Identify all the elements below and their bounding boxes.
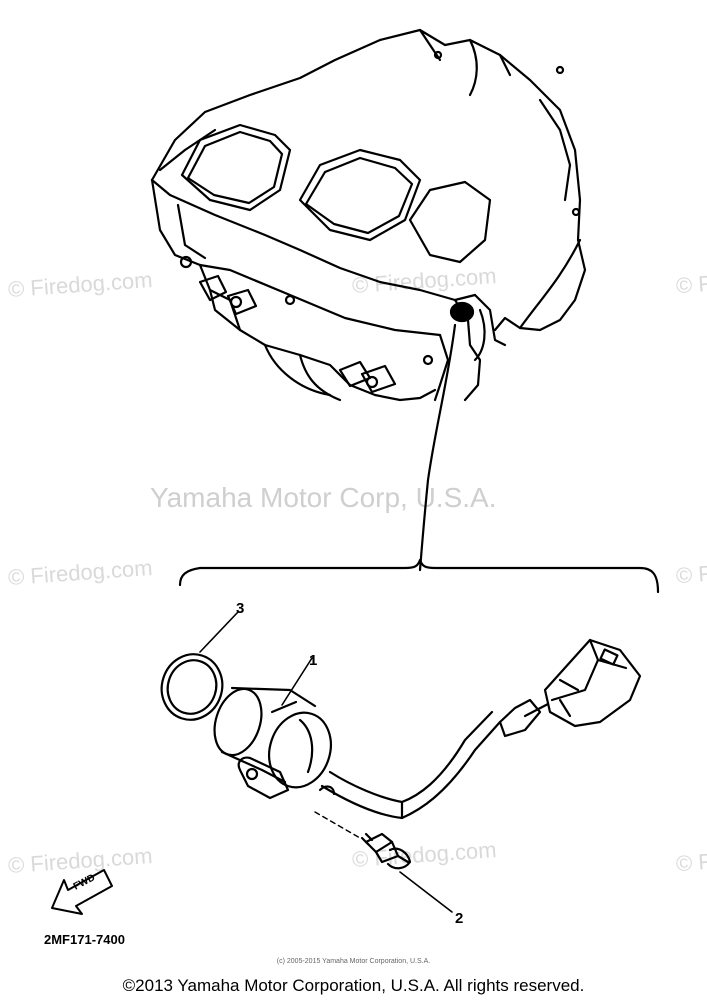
mounting-bolt <box>360 832 412 870</box>
sensor-cable <box>320 710 502 820</box>
o-ring <box>160 653 224 721</box>
sensor-body <box>213 686 336 800</box>
leader-part1 <box>281 657 313 706</box>
leader-line <box>418 323 457 572</box>
center-line <box>314 811 361 839</box>
leader-part3 <box>199 611 239 653</box>
sensor-mount-point <box>449 301 475 323</box>
fwd-arrow-icon <box>51 869 113 915</box>
sensor-connector <box>498 638 642 738</box>
callout-part2: 2 <box>455 910 464 927</box>
callout-part3: 3 <box>236 600 245 617</box>
callout-part1: 1 <box>309 652 318 669</box>
diagram-code: 2MF171-7400 <box>44 932 125 947</box>
copyright-footer: ©2013 Yamaha Motor Corporation, U.S.A. A… <box>122 976 585 995</box>
watermark-yamaha: Yamaha Motor Corp, U.S.A. <box>150 482 497 513</box>
group-bracket <box>178 558 660 594</box>
engine-crankcase <box>150 28 587 402</box>
small-credit: (c) 2005-2015 Yamaha Motor Corporation, … <box>276 958 431 965</box>
leader-part2 <box>399 871 453 913</box>
